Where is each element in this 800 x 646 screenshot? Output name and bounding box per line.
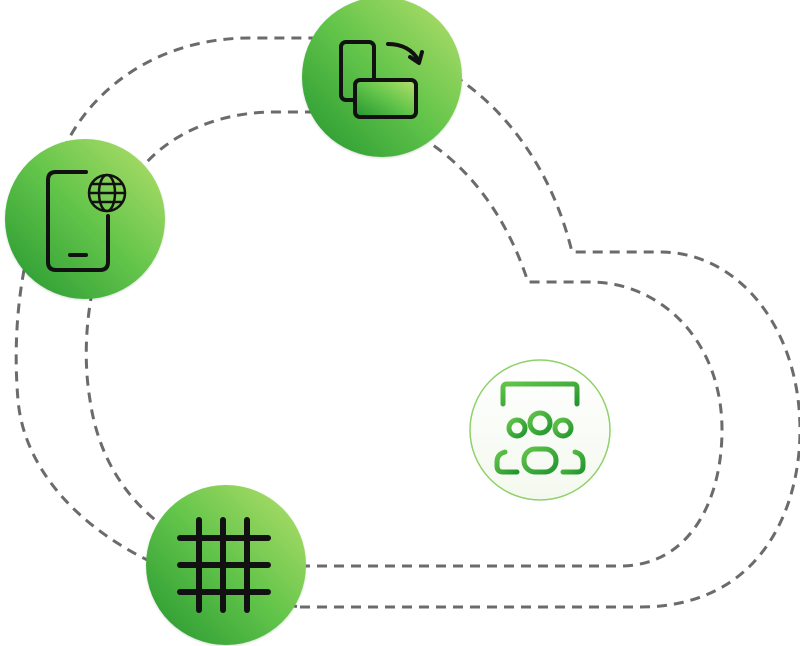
mobile-web-node[interactable] [5,139,165,299]
grid-icon [177,517,271,613]
rotate-screen-icon [339,40,424,119]
team-presentation-icon [494,381,586,475]
rotate-screen-node[interactable] [302,0,462,157]
grid-node[interactable] [146,485,306,645]
inner-cloud-path [84,110,724,568]
mobile-globe-icon [46,170,110,272]
globe-icon [87,173,127,213]
team-presentation-node[interactable] [469,359,611,501]
team-presentation-circle [469,359,611,501]
mobile-web-circle [5,139,165,299]
